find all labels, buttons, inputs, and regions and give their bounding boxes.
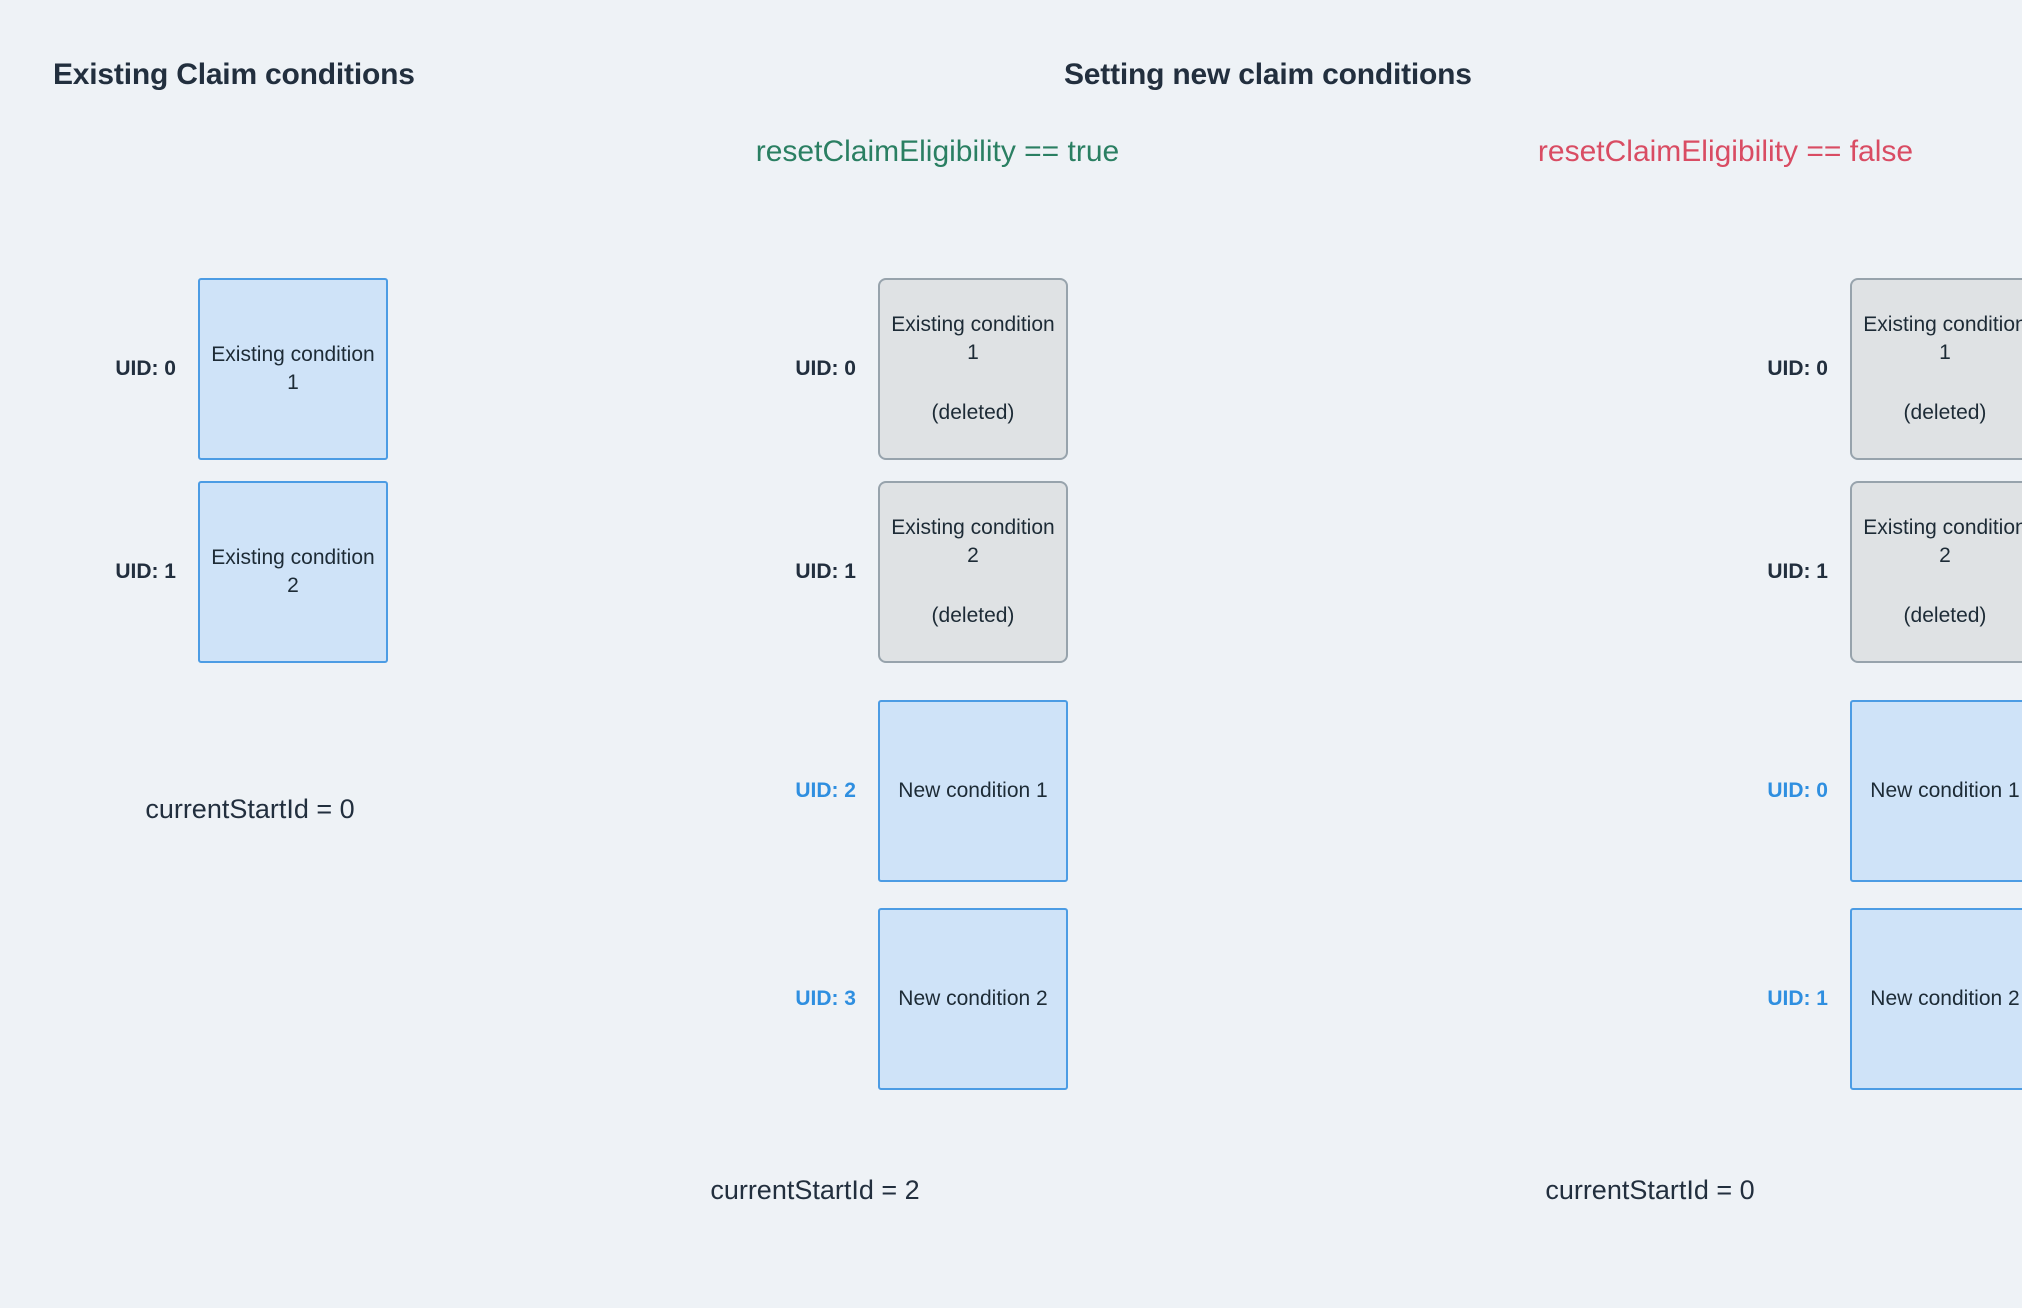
expression-reset-claim-eligibility-false: resetClaimEligibility == false xyxy=(1537,135,1914,168)
condition-box-title: New condition 2 xyxy=(898,987,1048,1011)
condition-box-title: Existing condition 1 xyxy=(891,313,1055,365)
current-start-id-reset-false: currentStartId = 0 xyxy=(1545,1175,1755,1205)
condition-box: Existing condition 2 xyxy=(198,481,388,663)
condition-row: UID: 0 Existing condition 1 xyxy=(20,278,420,460)
condition-box-deleted: Existing condition 2 (deleted) xyxy=(1850,481,2022,663)
condition-box-deleted: Existing condition 1 (deleted) xyxy=(878,278,1068,460)
uid-label-new: UID: 1 xyxy=(1767,987,1828,1010)
uid-label: UID: 1 xyxy=(795,560,856,583)
condition-row: UID: 3 New condition 2 xyxy=(700,908,1100,1090)
condition-row: UID: 1 Existing condition 2 (deleted) xyxy=(700,481,1100,663)
condition-box-title: New condition 1 xyxy=(1870,779,2020,803)
condition-row: UID: 2 New condition 1 xyxy=(700,700,1100,882)
uid-label-new: UID: 0 xyxy=(1767,779,1828,802)
current-start-id-reset-true: currentStartId = 2 xyxy=(710,1175,920,1205)
uid-label: UID: 1 xyxy=(115,560,176,583)
uid-label: UID: 1 xyxy=(1767,560,1828,583)
condition-box-new: New condition 2 xyxy=(878,908,1068,1090)
condition-row: UID: 1 Existing condition 2 (deleted) xyxy=(1672,481,2022,663)
condition-box-deleted: Existing condition 1 (deleted) xyxy=(1850,278,2022,460)
condition-box: Existing condition 1 xyxy=(198,278,388,460)
condition-box-title: Existing condition 2 xyxy=(211,546,375,597)
condition-box-new: New condition 2 xyxy=(1850,908,2022,1090)
condition-box-new: New condition 1 xyxy=(878,700,1068,882)
uid-label: UID: 0 xyxy=(115,357,176,380)
condition-row: UID: 0 New condition 1 xyxy=(1672,700,2022,882)
uid-label: UID: 0 xyxy=(1767,357,1828,380)
condition-box-subtitle: (deleted) xyxy=(1903,603,1987,627)
condition-box-title: Existing condition 1 xyxy=(211,343,375,394)
condition-box-title: New condition 1 xyxy=(898,779,1048,803)
condition-box-title: Existing condition 2 xyxy=(891,516,1055,568)
condition-box-title: Existing condition 2 xyxy=(1863,516,2022,568)
uid-label-new: UID: 2 xyxy=(795,779,856,802)
condition-box-title: Existing condition 1 xyxy=(1863,313,2022,365)
condition-row: UID: 1 Existing condition 2 xyxy=(20,481,420,663)
condition-box-subtitle: (deleted) xyxy=(931,400,1015,424)
uid-label-new: UID: 3 xyxy=(795,987,856,1010)
column-existing-conditions: UID: 0 Existing condition 1 UID: 1 Exist… xyxy=(0,0,520,1308)
heading-setting-new-claim-conditions: Setting new claim conditions xyxy=(1064,58,1472,91)
column-reset-true: UID: 0 Existing condition 1 (deleted) UI… xyxy=(630,0,1150,1308)
expression-reset-claim-eligibility-true: resetClaimEligibility == true xyxy=(755,135,1120,168)
condition-box-deleted: Existing condition 2 (deleted) xyxy=(878,481,1068,663)
uid-label: UID: 0 xyxy=(795,357,856,380)
heading-existing-claim-conditions: Existing Claim conditions xyxy=(53,58,415,91)
condition-row: UID: 0 Existing condition 1 (deleted) xyxy=(700,278,1100,460)
condition-box-title: New condition 2 xyxy=(1870,987,2020,1011)
condition-box-new: New condition 1 xyxy=(1850,700,2022,882)
current-start-id-existing: currentStartId = 0 xyxy=(145,794,355,824)
column-reset-false: UID: 0 Existing condition 1 (deleted) UI… xyxy=(1474,0,2022,1308)
condition-row: UID: 0 Existing condition 1 (deleted) xyxy=(1672,278,2022,460)
condition-row: UID: 1 New condition 2 xyxy=(1672,908,2022,1090)
condition-box-subtitle: (deleted) xyxy=(1903,400,1987,424)
condition-box-subtitle: (deleted) xyxy=(931,603,1015,627)
